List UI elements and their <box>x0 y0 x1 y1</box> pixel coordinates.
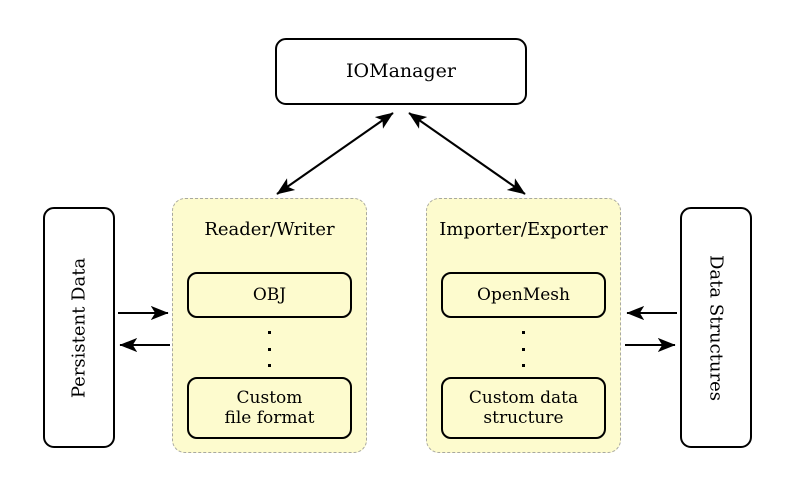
persistent-data-label: Persistent Data <box>68 257 90 398</box>
reader-writer-ellipsis-icon <box>173 327 366 371</box>
group-importer-exporter-title: Importer/Exporter <box>439 219 608 240</box>
node-openmesh[interactable]: OpenMesh <box>441 272 606 318</box>
node-persistent-data[interactable]: Persistent Data <box>43 207 115 448</box>
dot-icon <box>522 347 525 351</box>
group-reader-writer-title: Reader/Writer <box>204 219 335 240</box>
dot-icon <box>268 347 271 351</box>
dot-icon <box>522 364 525 367</box>
custom-file-format-line-2: file format <box>224 408 315 428</box>
data-structures-label: Data Structures <box>705 254 727 401</box>
connector-manager-importerexporter <box>408 112 526 195</box>
group-reader-writer[interactable]: Reader/Writer OBJ Custom file format <box>172 198 367 453</box>
node-custom-data-structure-label: Custom data structure <box>469 388 578 429</box>
node-custom-file-format-label: Custom file format <box>225 388 315 429</box>
node-io-manager[interactable]: IOManager <box>275 38 527 105</box>
custom-data-structure-line-1: Custom data <box>468 387 579 408</box>
node-data-structures[interactable]: Data Structures <box>680 207 752 448</box>
dot-icon <box>268 364 271 367</box>
custom-data-structure-line-2: structure <box>483 408 564 428</box>
dot-icon <box>268 331 271 334</box>
node-openmesh-label: OpenMesh <box>477 284 570 305</box>
node-custom-file-format[interactable]: Custom file format <box>187 377 352 439</box>
connector-manager-readerwriter <box>276 112 394 195</box>
group-importer-exporter[interactable]: Importer/Exporter OpenMesh Custom data s… <box>426 198 621 453</box>
node-obj-label: OBJ <box>252 284 287 305</box>
dot-icon <box>522 331 525 334</box>
importer-exporter-ellipsis-icon <box>427 327 620 371</box>
node-obj[interactable]: OBJ <box>187 272 352 318</box>
node-custom-data-structure[interactable]: Custom data structure <box>441 377 606 439</box>
io-manager-label: IOManager <box>346 60 456 83</box>
custom-file-format-line-1: Custom <box>236 387 303 408</box>
